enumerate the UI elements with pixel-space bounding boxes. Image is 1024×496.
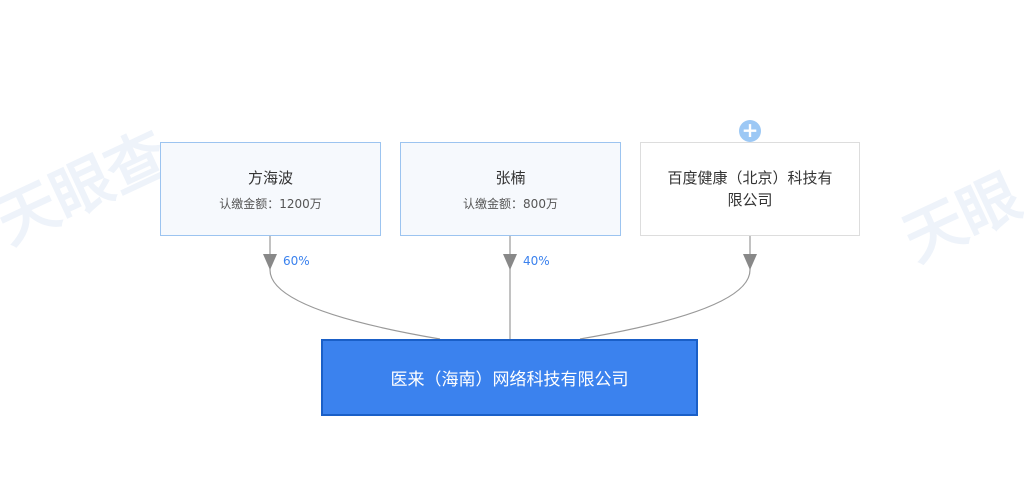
share-percent: 40% <box>523 254 550 268</box>
shareholder-node[interactable]: 方海波 认缴金额：1200万 <box>160 142 381 236</box>
arrow-icon <box>263 254 277 270</box>
shareholder-name: 方海波 <box>247 168 293 187</box>
target-company-node[interactable]: 医来（海南）网络科技有限公司 <box>321 339 698 416</box>
share-percent: 60% <box>283 254 310 268</box>
edge-holder-3 <box>579 236 751 340</box>
subscribed-amount: 认缴金额：800万 <box>463 196 558 211</box>
subscribed-amount: 认缴金额：1200万 <box>219 196 322 211</box>
target-company-name: 医来（海南）网络科技有限公司 <box>390 370 629 390</box>
arrow-icon <box>503 254 517 270</box>
shareholder-node[interactable]: 百度健康（北京）科技有限公司 <box>640 142 860 236</box>
shareholder-node[interactable]: 张楠 认缴金额：800万 <box>400 142 621 236</box>
shareholder-name: 张楠 <box>495 168 526 187</box>
edge-holder-1 <box>269 236 441 340</box>
expand-plus-icon[interactable]: + <box>739 120 761 142</box>
shareholder-name: 百度健康（北京）科技有限公司 <box>667 169 833 209</box>
arrow-icon <box>743 254 757 270</box>
